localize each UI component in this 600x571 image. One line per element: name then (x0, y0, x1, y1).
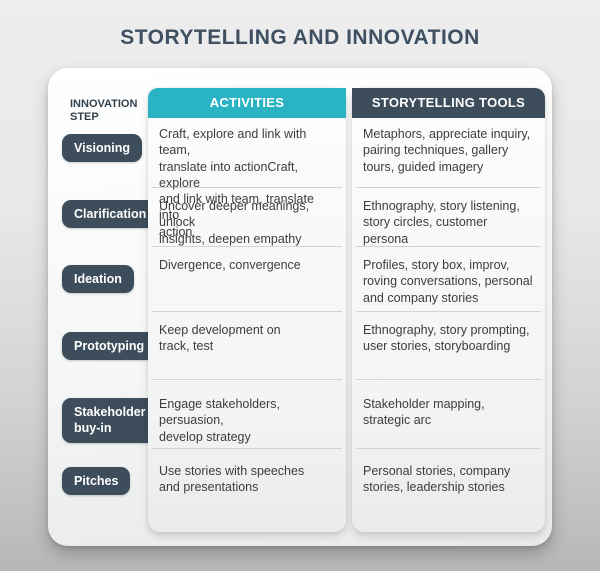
activities-column-header: ACTIVITIES (148, 88, 346, 118)
step-badge-stakeholder-buy-in: Stakeholder buy-in (62, 398, 158, 443)
activities-cell-ideation: Divergence, convergence (152, 247, 342, 312)
step-badge-clarification: Clarification (62, 200, 159, 229)
step-badge-visioning: Visioning (62, 134, 143, 163)
tools-cell-prototyping: Ethnography, story prompting, user stori… (356, 312, 541, 380)
activities-cell-prototyping: Keep development on track, test (152, 312, 342, 380)
activities-column: ACTIVITIES Craft, explore and link with … (148, 88, 346, 532)
activities-cell-pitches: Use stories with speeches and presentati… (159, 464, 305, 495)
step-badge-ideation: Ideation (62, 265, 134, 294)
tools-cell-stakeholder-buy-in: Stakeholder mapping, strategic arc (356, 380, 541, 449)
tools-cell-clarification: Ethnography, story listening, story circ… (356, 188, 541, 247)
step-badge-pitches: Pitches (62, 467, 131, 496)
storytelling-tools-column: STORYTELLING TOOLS Metaphors, appreciate… (352, 88, 545, 532)
step-badge-prototyping: Prototyping (62, 332, 157, 361)
activities-cell-stakeholder-buy-in: Engage stakeholders, persuasion, develop… (152, 380, 342, 449)
storytelling-tools-column-header: STORYTELLING TOOLS (352, 88, 545, 118)
tools-cell-visioning: Metaphors, appreciate inquiry, pairing t… (356, 118, 541, 188)
tools-cell-pitches: Personal stories, company stories, leade… (363, 464, 511, 495)
infographic-card: INNOVATION STEP Visioning Clarification … (48, 68, 552, 546)
activities-cell-clarification: Uncover deeper meanings, unlock insights… (152, 188, 342, 247)
page-title: STORYTELLING AND INNOVATION (120, 26, 480, 49)
tools-cell-ideation: Profiles, story box, improv, roving conv… (356, 247, 541, 312)
innovation-step-header: INNOVATION STEP (70, 98, 138, 124)
activities-cell-visioning: Craft, explore and link with team, trans… (152, 118, 342, 239)
